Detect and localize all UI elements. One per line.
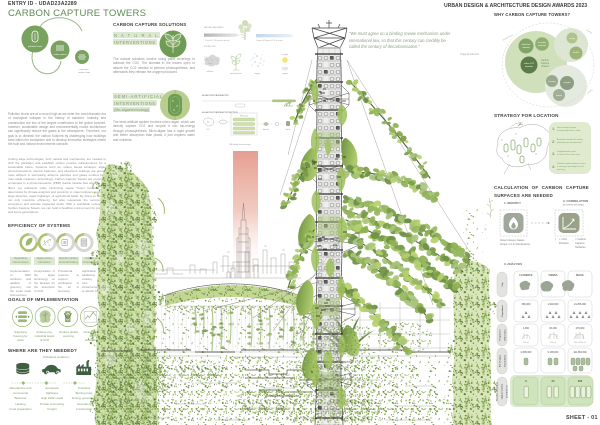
svg-text:20,200: 20,200 [549,327,557,330]
svg-text:KG of algae: KG of algae [500,354,502,367]
svg-text:500 meters: 500 meters [504,329,507,341]
svg-text:ALGAE PHOTOBIOREACTOR SECTION: ALGAE PHOTOBIOREACTOR SECTION [202,111,238,114]
svg-text:air quality: air quality [538,41,546,44]
svg-text:oxygen: oxygen [282,73,288,75]
svg-text:energy: energy [569,38,575,40]
svg-text:1.: 1. [552,126,555,131]
svg-text:NATURAL ABSORBENT: NATURAL ABSORBENT [204,26,225,29]
svg-text:carbon capture: carbon capture [53,53,67,56]
svg-text:Capture: Capture [575,241,585,245]
svg-text:Grope 1,2 & 3 Emissions: Grope 1,2 & 3 Emissions [500,242,530,246]
svg-text:urban heat: urban heat [522,43,531,46]
svg-text:City: City [501,282,504,287]
svg-text:tourism: tourism [556,94,562,97]
svg-text:environment: environment [502,33,514,41]
svg-text:Air intake streams for taking: Air intake streams for taking [557,138,584,141]
svg-text:Capture: Capture [541,62,550,65]
svg-text:24: 24 [552,379,555,383]
svg-text:1 tower 470 tons of CO2 in a y: 1 tower 470 tons of CO2 in a year [256,39,283,42]
svg-text:sunlight: sunlight [282,53,289,56]
svg-text:Surfaces: Surfaces [575,245,586,249]
svg-text:carbon cities: carbon cities [78,71,91,74]
svg-text:1. IDENTIFY: 1. IDENTIFY [504,201,521,205]
svg-text:500 m2: 500 m2 [550,342,556,344]
svg-text:oxygen: oxygen [254,73,260,75]
svg-text:society: society [586,89,593,95]
svg-text:pollutants decontamination: pollutants decontamination [557,141,583,144]
svg-text:}: } [555,237,556,241]
svg-text:SEOUL: SEOUL [576,274,585,277]
svg-text:biomass: biomass [263,129,269,131]
svg-text:to manage and adapt to local: to manage and adapt to local [557,165,584,168]
svg-text:reduction: reduction [522,46,529,49]
svg-text:neighborhoods most: neighborhoods most [557,150,576,153]
svg-text:emissions: emissions [525,66,533,68]
svg-text:warming: warming [557,168,566,171]
svg-text:2. CORRELATION: 2. CORRELATION [563,199,588,203]
svg-text:ALGAE PHOTOBIOREACTOR: ALGAE PHOTOBIOREACTOR [202,94,229,97]
svg-text:380,000: 380,000 [522,303,531,306]
svg-text:Population: Population [501,305,504,317]
svg-text:capture towers: capture towers [501,383,504,399]
svg-text:Green House Gases: Green House Gases [500,238,525,242]
svg-text:500 m2 500 m2: 500 m2 500 m2 [574,342,586,344]
svg-text:+ CO2: + CO2 [559,237,567,241]
svg-text:reduce CO2: reduce CO2 [524,63,534,65]
svg-text:of overproduction in cities: of overproduction in cities [557,129,581,132]
svg-text:Polution: Polution [559,241,569,245]
svg-text:3. ANALYSIS: 3. ANALYSIS [504,262,522,266]
svg-text:(in tonnes per year): (in tonnes per year) [563,204,584,207]
svg-text:VIENNA: VIENNA [548,274,557,277]
svg-text:energy: energy [586,30,592,35]
svg-text:276,000: 276,000 [576,327,585,330]
svg-text:2.: 2. [551,139,555,144]
svg-text:Climate capture balance zones: Climate capture balance zones [557,162,586,165]
svg-text:3.: 3. [552,151,555,156]
svg-text:4.: 4. [551,164,555,169]
svg-text:Peoples in: Peoples in [500,329,502,341]
svg-text:in need of the clean area: in need of the clean area [557,153,581,156]
svg-text:9,135,000: 9,135,000 [548,351,559,354]
svg-text:economy: economy [548,81,555,83]
svg-text:Needed/m2: Needed/m2 [505,354,507,366]
svg-text:biofuel: biofuel [286,129,292,131]
svg-text:PBR panel: PBR panel [240,116,249,118]
svg-text:bio-fuel: bio-fuel [573,52,579,54]
svg-text:2,695,000: 2,695,000 [521,351,532,354]
svg-text:101,851,500: 101,851,500 [573,351,587,354]
svg-text:photosynthesis: photosynthesis [230,72,242,75]
svg-text:new-zero: new-zero [80,68,90,71]
svg-text:Near industrial areas: Near industrial areas [557,126,576,129]
svg-text:Carbon: Carbon [541,59,550,62]
svg-text:(CCTowers): (CCTowers) [507,385,509,397]
svg-text:SOLAR LIGHT: SOLAR LIGHT [204,45,217,48]
svg-text:4,900: 4,900 [523,327,530,330]
svg-text:FLORENCE: FLORENCE [519,274,533,277]
svg-text:= Carbon: = Carbon [575,237,587,241]
svg-text:6: 6 [525,379,527,383]
svg-text:CO2: CO2 [206,129,210,131]
svg-text:21,256,000: 21,256,000 [574,303,587,306]
svg-text:Towers: Towers [541,65,549,68]
svg-text:500 m2: 500 m2 [523,342,529,344]
svg-text:1,900,000: 1,900,000 [548,303,559,306]
svg-text:polluters: polluters [207,70,214,73]
svg-text:220: 220 [578,379,583,383]
svg-text:1 tree 50 CO2 particles per m2: 1 tree 50 CO2 particles per m2 [205,39,230,42]
svg-text:improved: improved [538,45,545,47]
svg-text:PBR double facade system: PBR double facade system [229,143,251,146]
svg-text:pollution levels: pollution levels [28,45,43,48]
svg-text:new jobs: new jobs [563,82,570,84]
